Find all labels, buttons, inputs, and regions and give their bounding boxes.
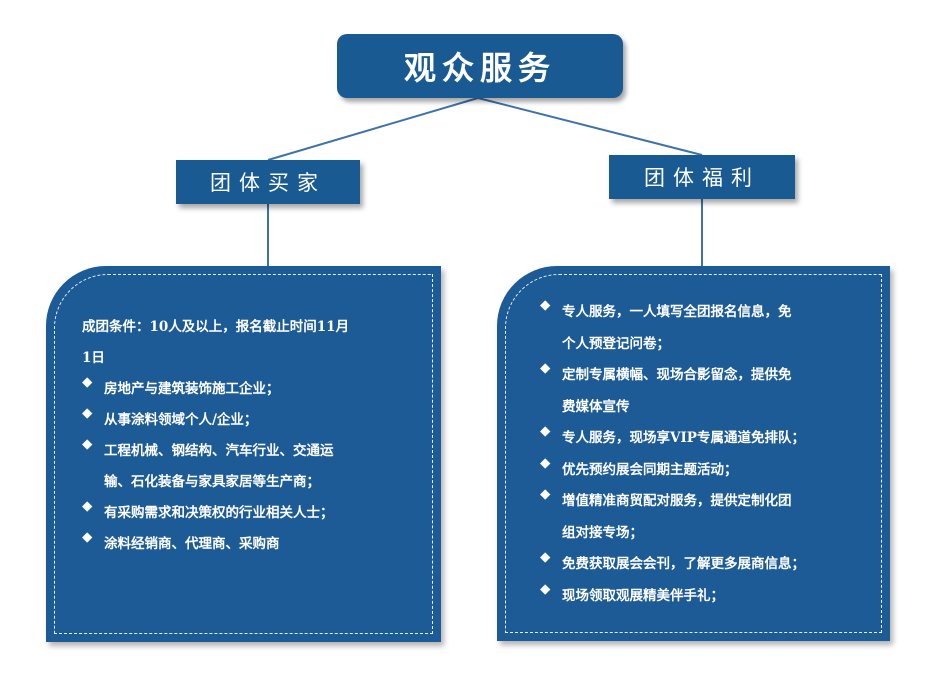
group-buyer-list: ◆ 房地产与建筑装饰施工企业； ◆ 从事涂料领域个人/企业； ◆ 工程机械、钢结构、汽车行… xyxy=(82,374,412,560)
list-item: ◆ 定制专属横幅、现场合影留念，提供免费媒体宣传 xyxy=(540,360,860,423)
group-buyer-panel-border xyxy=(54,274,433,634)
list-item-line: 输、石化装备与家具家居等生产商； xyxy=(104,474,320,490)
list-item: ◆ 有采购需求和决策权的行业相关人士； xyxy=(82,498,412,529)
group-benefits-heading: 团体福利 xyxy=(644,166,760,190)
diamond-bullet-icon: ◆ xyxy=(540,360,551,376)
list-item-line: 现场领取观展精美伴手礼； xyxy=(562,587,724,604)
diamond-bullet-icon: ◆ xyxy=(82,374,93,390)
list-item: ◆ 增值精准商贸配对服务，提供定制化团组对接专场； xyxy=(540,486,860,549)
list-item: ◆ 房地产与建筑装饰施工企业； xyxy=(82,374,412,405)
list-item-line: 个人预登记问卷； xyxy=(562,335,670,352)
list-item-line: 房地产与建筑装饰施工企业； xyxy=(104,381,280,397)
list-item: ◆ 免费获取展会会刊，了解更多展商信息； xyxy=(540,549,860,581)
diamond-bullet-icon: ◆ xyxy=(540,423,551,439)
list-item: ◆ 专人服务，一人填写全团报名信息，免个人预登记问卷； xyxy=(540,297,860,360)
list-item-text: 优先预约展会同期主题活动； xyxy=(562,455,860,487)
group-benefits-panel-border xyxy=(505,274,882,633)
list-item: ◆ 优先预约展会同期主题活动； xyxy=(540,455,860,487)
group-buyer-heading: 团体买家 xyxy=(210,171,326,195)
list-item-line: 组对接专场； xyxy=(562,524,643,541)
condition-line: 1日 xyxy=(82,350,105,366)
list-item-text: 工程机械、钢结构、汽车行业、交通运输、石化装备与家具家居等生产商； xyxy=(104,436,412,498)
list-item-line: 免费获取展会会刊，了解更多展商信息； xyxy=(562,556,805,572)
list-item-line: 涂料经销商、代理商、采购商 xyxy=(104,536,280,552)
list-item-line: 增值精准商贸配对服务，提供定制化团 xyxy=(562,493,792,509)
list-item-text: 从事涂料领域个人/企业； xyxy=(104,405,412,436)
list-item-text: 房地产与建筑装饰施工企业； xyxy=(104,374,412,405)
list-item: ◆ 专人服务，现场享VIP专属通道免排队； xyxy=(540,423,860,455)
diamond-bullet-icon: ◆ xyxy=(82,498,93,514)
group-buyer-content: 成团条件：10人及以上，报名截止时间11月 1日 ◆房地产与建筑装饰施工企业；◆… xyxy=(82,312,412,560)
diamond-bullet-icon: ◆ xyxy=(540,486,551,502)
group-buyer-panel xyxy=(46,266,441,642)
diamond-bullet-icon: ◆ xyxy=(540,549,551,565)
list-item-text: 有采购需求和决策权的行业相关人士； xyxy=(104,498,412,529)
diamond-bullet-icon: ◆ xyxy=(540,454,551,471)
list-item-text: 现场领取观展精美伴手礼； xyxy=(562,581,860,613)
list-item-text: 免费获取展会会刊，了解更多展商信息； xyxy=(562,549,860,581)
group-benefits-box: 团体福利 xyxy=(609,155,795,199)
list-item-line: 优先预约展会同期主题活动； xyxy=(562,461,738,478)
list-item: ◆ 工程机械、钢结构、汽车行业、交通运输、石化装备与家具家居等生产商； xyxy=(82,436,412,498)
list-item-text: 专人服务，现场享VIP专属通道免排队； xyxy=(562,423,860,455)
group-benefits-list: ◆ 专人服务，一人填写全团报名信息，免个人预登记问卷； ◆ 定制专属横幅、现场合影留念… xyxy=(540,297,860,612)
group-benefits-panel xyxy=(497,266,890,641)
diamond-bullet-icon: ◆ xyxy=(82,436,93,452)
diamond-bullet-icon: ◆ xyxy=(82,529,93,545)
list-item-text: 定制专属横幅、现场合影留念，提供免费媒体宣传 xyxy=(562,360,860,423)
list-item-line: 专人服务，现场享VIP专属通道免排队； xyxy=(562,430,805,446)
list-item-line: 有采购需求和决策权的行业相关人士； xyxy=(104,505,334,521)
list-item-line: 费媒体宣传 xyxy=(562,398,630,415)
diamond-bullet-icon: ◆ xyxy=(82,405,93,421)
connector-title-right xyxy=(477,97,703,156)
condition-line: 成团条件：10人及以上，报名截止时间11月 xyxy=(82,319,350,335)
list-item-line: 定制专属横幅、现场合影留念，提供免 xyxy=(562,367,792,383)
group-benefits-content: ◆ 专人服务，一人填写全团报名信息，免个人预登记问卷； ◆ 定制专属横幅、现场合影留念… xyxy=(540,297,860,612)
list-item: ◆ 涂料经销商、代理商、采购商 xyxy=(82,529,412,560)
list-item-line: 专人服务，一人填写全团报名信息，免 xyxy=(562,304,792,320)
connector-title-left xyxy=(267,97,479,161)
group-buyer-box: 团体买家 xyxy=(176,160,360,204)
list-item-text: 涂料经销商、代理商、采购商 xyxy=(104,529,412,560)
diamond-bullet-icon: ◆ xyxy=(540,297,551,313)
list-item-text: 增值精准商贸配对服务，提供定制化团组对接专场； xyxy=(562,486,860,549)
list-item-text: 专人服务，一人填写全团报名信息，免个人预登记问卷； xyxy=(562,297,860,360)
list-item: ◆ 现场领取观展精美伴手礼； xyxy=(540,581,860,613)
title-text: 观众服务 xyxy=(403,49,556,87)
list-item-line: 从事涂料领域个人/企业； xyxy=(104,412,258,428)
list-item-line: 工程机械、钢结构、汽车行业、交通运 xyxy=(104,443,334,459)
list-item: ◆ 从事涂料领域个人/企业； xyxy=(82,405,412,436)
diamond-bullet-icon: ◆ xyxy=(540,580,551,597)
title-box: 观众服务 xyxy=(337,34,623,98)
